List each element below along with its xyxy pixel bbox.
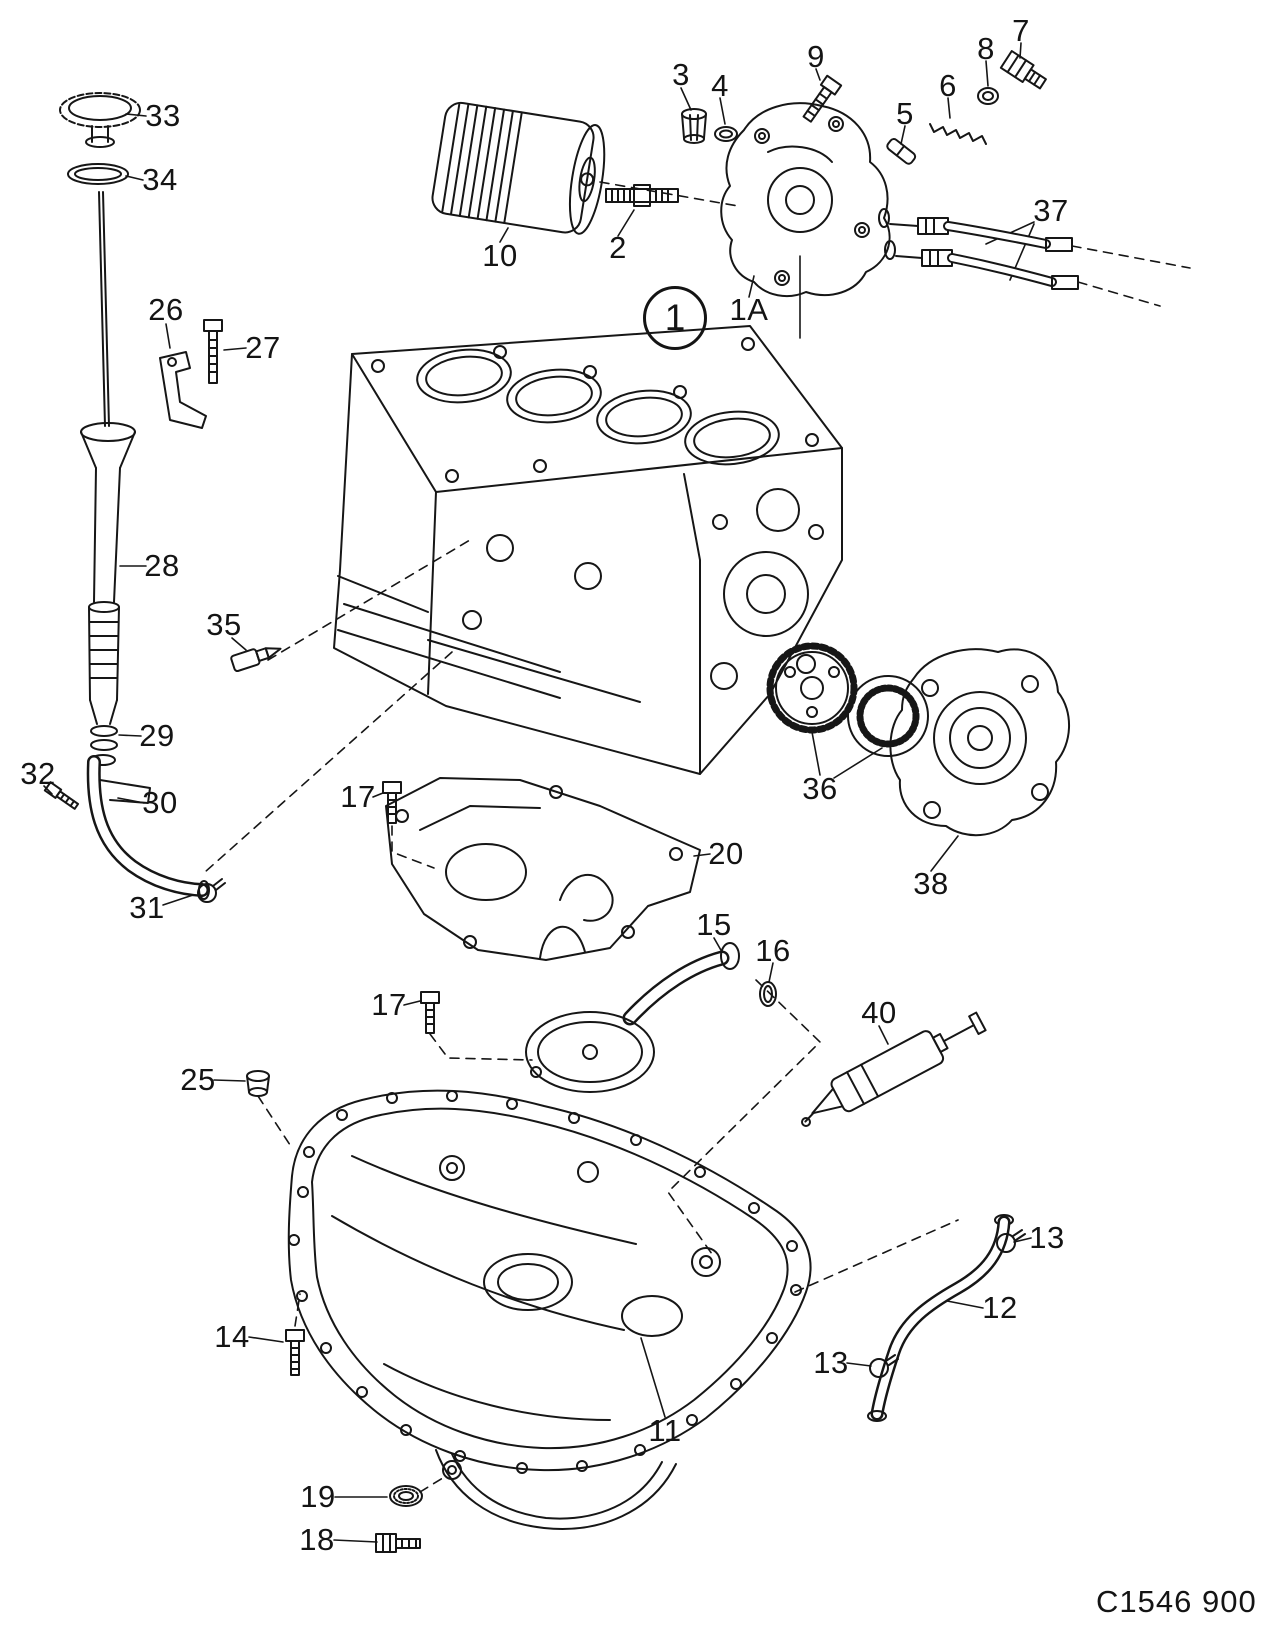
filter-nipple-2: [605, 184, 679, 207]
hose-clamp-13-upper: [996, 1229, 1026, 1253]
hose-clamp-13-lower: [869, 1354, 899, 1378]
sealant-syringe: [801, 1011, 987, 1127]
oil-filler-cap: [59, 92, 141, 148]
tube-bracket-26: [159, 351, 207, 429]
pan-bolt-14: [285, 1329, 305, 1376]
dipstick-tube-o-rings: [90, 725, 118, 751]
drain-washer-19: [389, 1485, 423, 1507]
leader-lines: [43, 42, 1035, 1543]
filler-cap-o-ring: [67, 163, 129, 185]
dipstick: [98, 191, 110, 427]
oil-pan: [287, 1089, 812, 1530]
bracket-bolt-27: [203, 319, 223, 384]
plug-3: [681, 108, 707, 144]
engine-block: [333, 325, 843, 775]
filter-housing: [720, 102, 891, 298]
oil-pressure-sensor: [230, 647, 282, 673]
valve-spring-6: [929, 123, 987, 145]
splined-ring: [847, 675, 929, 757]
bracket-bolt-32: [43, 781, 80, 810]
oil-hoses: [878, 208, 1079, 290]
elbow-pipe: [86, 754, 210, 900]
washer-4: [714, 126, 738, 142]
drawing-code: C1546 900: [1096, 1584, 1257, 1619]
drain-plug-18: [375, 1533, 421, 1553]
valve-plug-7: [999, 50, 1047, 90]
plug-25: [246, 1070, 270, 1097]
valve-pin-5: [886, 138, 917, 165]
pickup-bolt-17: [420, 991, 440, 1034]
bolt-9: [802, 74, 843, 123]
hose-clamp-31: [197, 878, 226, 903]
baffle-bolt-17: [382, 781, 402, 824]
dipstick-tube: [80, 422, 136, 725]
construction-lines: [204, 181, 1191, 1493]
valve-washer-8: [977, 87, 999, 105]
pickup-o-ring: [759, 981, 777, 1007]
baffle-plate: [385, 777, 701, 961]
oil-pickup-tube: [525, 942, 740, 1093]
oil-filter: [431, 101, 606, 235]
drain-hose: [867, 1214, 1014, 1422]
crank-gear: [766, 642, 858, 734]
oil-pump: [889, 648, 1070, 837]
